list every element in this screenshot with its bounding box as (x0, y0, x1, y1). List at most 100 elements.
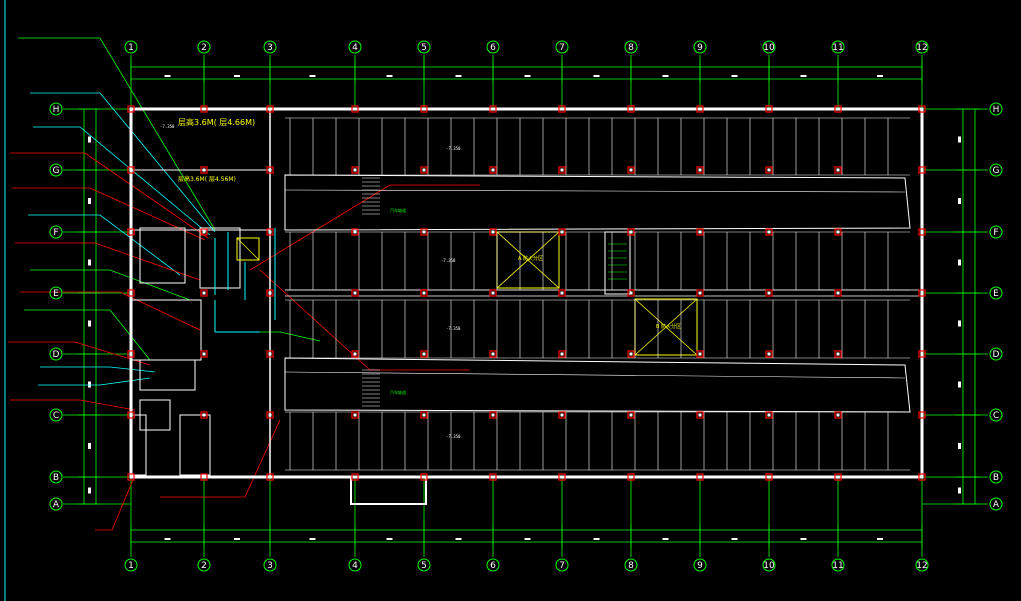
column (834, 411, 842, 419)
column-bubble-bottom: 3 (263, 558, 277, 572)
column (200, 350, 208, 358)
column (351, 166, 359, 174)
column (420, 166, 428, 174)
column (627, 411, 635, 419)
axis-bubble-circle (989, 163, 1003, 177)
level-mark-2: -7.350 (441, 258, 456, 263)
column (420, 289, 428, 297)
row-bubble-right: B (989, 470, 1003, 484)
column-bubble-top: 5 (417, 40, 431, 54)
dim-text-mark (88, 487, 91, 494)
row-bubble-right: A (989, 497, 1003, 511)
row-bubble-left: C (49, 408, 63, 422)
column-core (268, 168, 272, 172)
axis-bubble-circle (989, 408, 1003, 422)
axis-bubble-label: 9 (697, 561, 703, 571)
axis-bubble-circle (989, 497, 1003, 511)
row-bubble-right: H (989, 102, 1003, 116)
dim-text-mark (958, 320, 961, 327)
row-bubble-left: F (49, 225, 63, 239)
dim-text-mark (800, 538, 807, 540)
dim-text-mark (455, 538, 462, 540)
column (765, 166, 773, 174)
leader-line (160, 419, 281, 498)
core-room (199, 227, 241, 289)
column-core (268, 352, 272, 356)
column (558, 411, 566, 419)
floor-height-label-upper: 层高3.6M( 层4.66M) (178, 117, 255, 127)
column (834, 350, 842, 358)
column-core (836, 413, 840, 417)
column (918, 473, 926, 481)
column-core (491, 168, 495, 172)
level-mark-4: -7.350 (446, 434, 461, 439)
column (627, 228, 635, 236)
row-bubble-right: C (989, 408, 1003, 422)
axis-bubble-circle (915, 558, 929, 572)
axis-bubble-label: 12 (916, 561, 927, 571)
column-core (353, 413, 357, 417)
column-core (202, 168, 206, 172)
column-core (422, 291, 426, 295)
core-room (179, 414, 211, 476)
axis-bubble-circle (989, 347, 1003, 361)
column-core (560, 230, 564, 234)
column (696, 289, 704, 297)
column (351, 411, 359, 419)
column-core (202, 107, 206, 111)
column-bubble-top: 1 (124, 40, 138, 54)
column (918, 166, 926, 174)
dim-text-mark (164, 75, 171, 77)
axis-bubble-label: 4 (352, 561, 358, 571)
column (696, 350, 704, 358)
axis-bubble-label: D (993, 350, 1000, 360)
column-core (491, 291, 495, 295)
dim-text-mark (88, 381, 91, 388)
column-core (202, 413, 206, 417)
dim-text-mark (958, 198, 961, 204)
column (765, 105, 773, 113)
grid-axes (63, 55, 988, 557)
level-mark-3: -7.350 (446, 326, 461, 331)
column (266, 289, 274, 297)
column (200, 228, 208, 236)
column (351, 289, 359, 297)
column-core (698, 107, 702, 111)
leader-line (24, 309, 151, 361)
axis-bubble-label: C (993, 411, 999, 421)
row-bubble-right: G (989, 163, 1003, 177)
column (489, 166, 497, 174)
axis-bubble-circle (624, 40, 638, 54)
column-core (920, 230, 924, 234)
axis-bubble-circle (989, 102, 1003, 116)
axis-bubble-label: B (993, 473, 999, 483)
column-bubble-top: 9 (693, 40, 707, 54)
column-core (836, 352, 840, 356)
axis-bubble-label: 5 (421, 43, 427, 53)
column-core (353, 352, 357, 356)
column (489, 350, 497, 358)
axis-bubble-circle (197, 40, 211, 54)
column-core (767, 168, 771, 172)
leader-line (28, 214, 181, 276)
leader-line (33, 126, 211, 236)
dimension-lines (78, 60, 980, 548)
column-core (268, 230, 272, 234)
column (627, 289, 635, 297)
column-core (836, 291, 840, 295)
dim-text-mark (386, 538, 393, 540)
axis-bubble-circle (124, 558, 138, 572)
column-core (629, 475, 633, 479)
axis-bubble-label: H (993, 105, 1000, 115)
core-room (139, 227, 186, 284)
dim-text-mark (234, 538, 240, 540)
dim-text-mark (958, 443, 961, 449)
axis-bubble-label: 2 (201, 561, 207, 571)
core-room (130, 299, 202, 361)
axis-bubble-label: 12 (916, 43, 927, 53)
axis-bubble-circle (486, 40, 500, 54)
axis-bubble-circle (693, 40, 707, 54)
column-core (560, 352, 564, 356)
column (127, 166, 135, 174)
axis-bubble-circle (263, 40, 277, 54)
